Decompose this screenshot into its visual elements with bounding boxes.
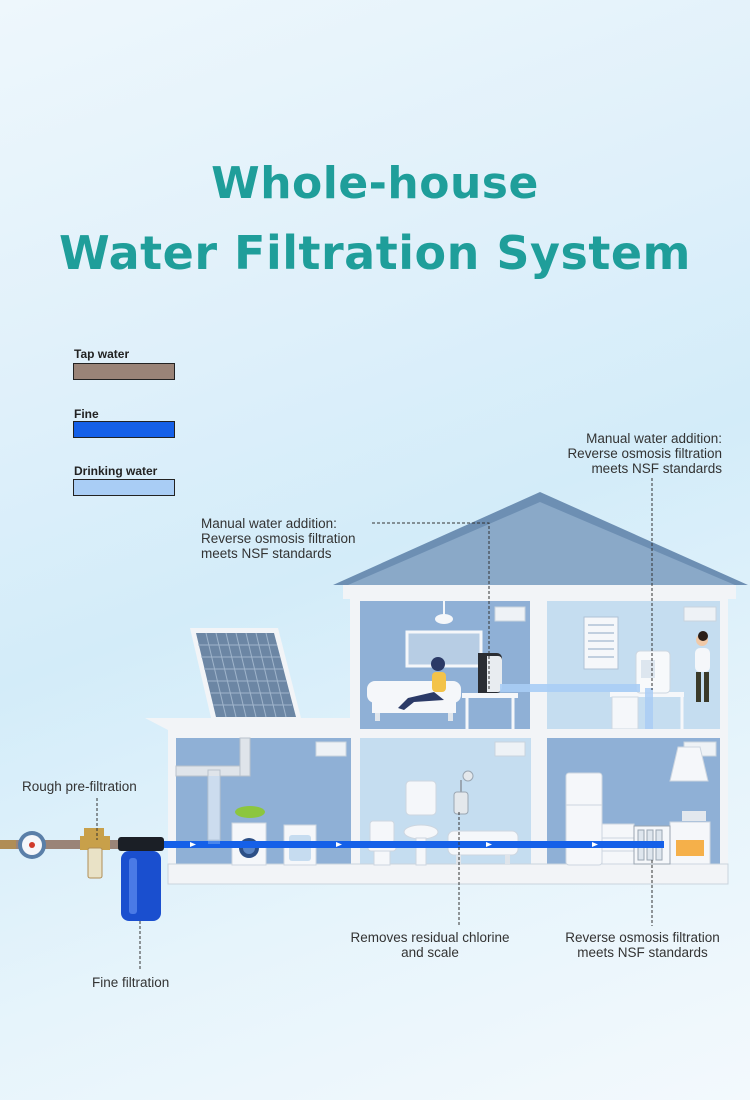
callout-fine-filtration: Fine filtration	[92, 975, 170, 990]
range-hood	[669, 746, 709, 782]
washing-machine	[231, 806, 267, 866]
vent	[315, 741, 347, 757]
blinds	[588, 624, 614, 658]
tap-water-pipe	[0, 840, 120, 849]
person-standing	[695, 631, 710, 702]
callout-chlorine: Removes residual chlorine and scale	[350, 930, 510, 960]
callout-rough-pre-filtration: Rough pre-filtration	[22, 779, 137, 794]
fine-water-pipe	[0, 841, 664, 848]
callout-lines	[96, 478, 653, 970]
vent	[494, 606, 526, 622]
water-dispenser-kitchen	[635, 650, 671, 694]
legend-label-tap-water: Tap water	[74, 347, 130, 361]
callout-top-mid: Manual water addition: Reverse osmosis f…	[201, 516, 356, 561]
lamp	[435, 614, 453, 624]
vent	[683, 606, 717, 622]
eave	[343, 585, 736, 599]
legend-label-fine: Fine	[74, 407, 99, 421]
solar-panel	[190, 628, 302, 722]
legend-label-drinking-water: Drinking water	[74, 464, 158, 478]
floor-slab	[168, 729, 728, 738]
title-line-1: Whole-house	[211, 158, 539, 209]
water-dispenser-living	[478, 653, 502, 693]
water-meter	[0, 831, 46, 859]
sink	[403, 780, 439, 866]
foundation	[167, 863, 729, 885]
legend-swatch-fine	[73, 421, 175, 438]
stove	[669, 811, 711, 865]
title-line-2: Water Filtration System	[59, 226, 691, 280]
legend-swatch-tap-water	[73, 363, 175, 380]
big-blue-filter	[118, 837, 164, 921]
legend-swatch-drinking-water	[73, 479, 175, 496]
roof	[348, 502, 735, 585]
shower-filter	[453, 770, 474, 815]
drain-pipes	[175, 737, 251, 841]
fridge	[565, 772, 603, 866]
flow-arrows	[190, 842, 598, 847]
drinking-water-pipe-upper	[500, 684, 640, 692]
person-sitting	[398, 657, 446, 710]
callout-top-right: Manual water addition: Reverse osmosis f…	[567, 431, 722, 476]
vent	[494, 741, 526, 757]
callout-ro-bottom: Reverse osmosis filtration meets NSF sta…	[565, 930, 720, 960]
pre-filter	[80, 828, 110, 879]
side-table	[462, 693, 518, 729]
